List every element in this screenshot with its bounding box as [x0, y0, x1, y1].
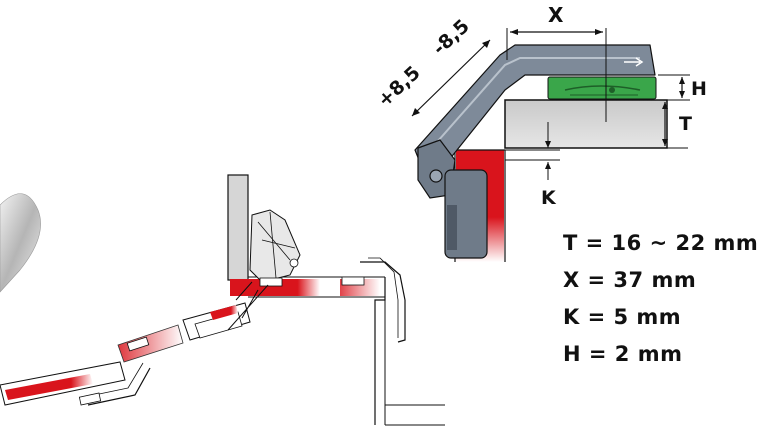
label-plus: +8,5	[373, 62, 424, 112]
hinge-pivot	[429, 169, 443, 183]
label-t: T	[679, 113, 692, 135]
cabinet-side-panel	[504, 99, 668, 149]
hinge-diagram: X H T K +8,5 -8,5	[0, 3, 707, 426]
metal-corner-decoration	[0, 193, 41, 293]
mounting-plate	[547, 76, 657, 100]
label-x: X	[548, 3, 564, 27]
spec-h: H = 2 mm	[563, 342, 683, 366]
door-mid-2	[117, 324, 184, 363]
label-k: K	[541, 187, 557, 209]
spec-thickness: T = 16 ~ 22 mm	[563, 231, 758, 255]
open-door-right	[374, 277, 386, 425]
cabinet-wall	[227, 174, 249, 281]
label-minus: -8,5	[428, 15, 473, 59]
spec-k: K = 5 mm	[563, 305, 682, 329]
hinge-drawing: X H T K +8,5 -8,5	[0, 3, 707, 426]
door-closed-red	[230, 279, 320, 296]
spec-x: X = 37 mm	[563, 268, 697, 292]
label-h: H	[691, 78, 707, 100]
